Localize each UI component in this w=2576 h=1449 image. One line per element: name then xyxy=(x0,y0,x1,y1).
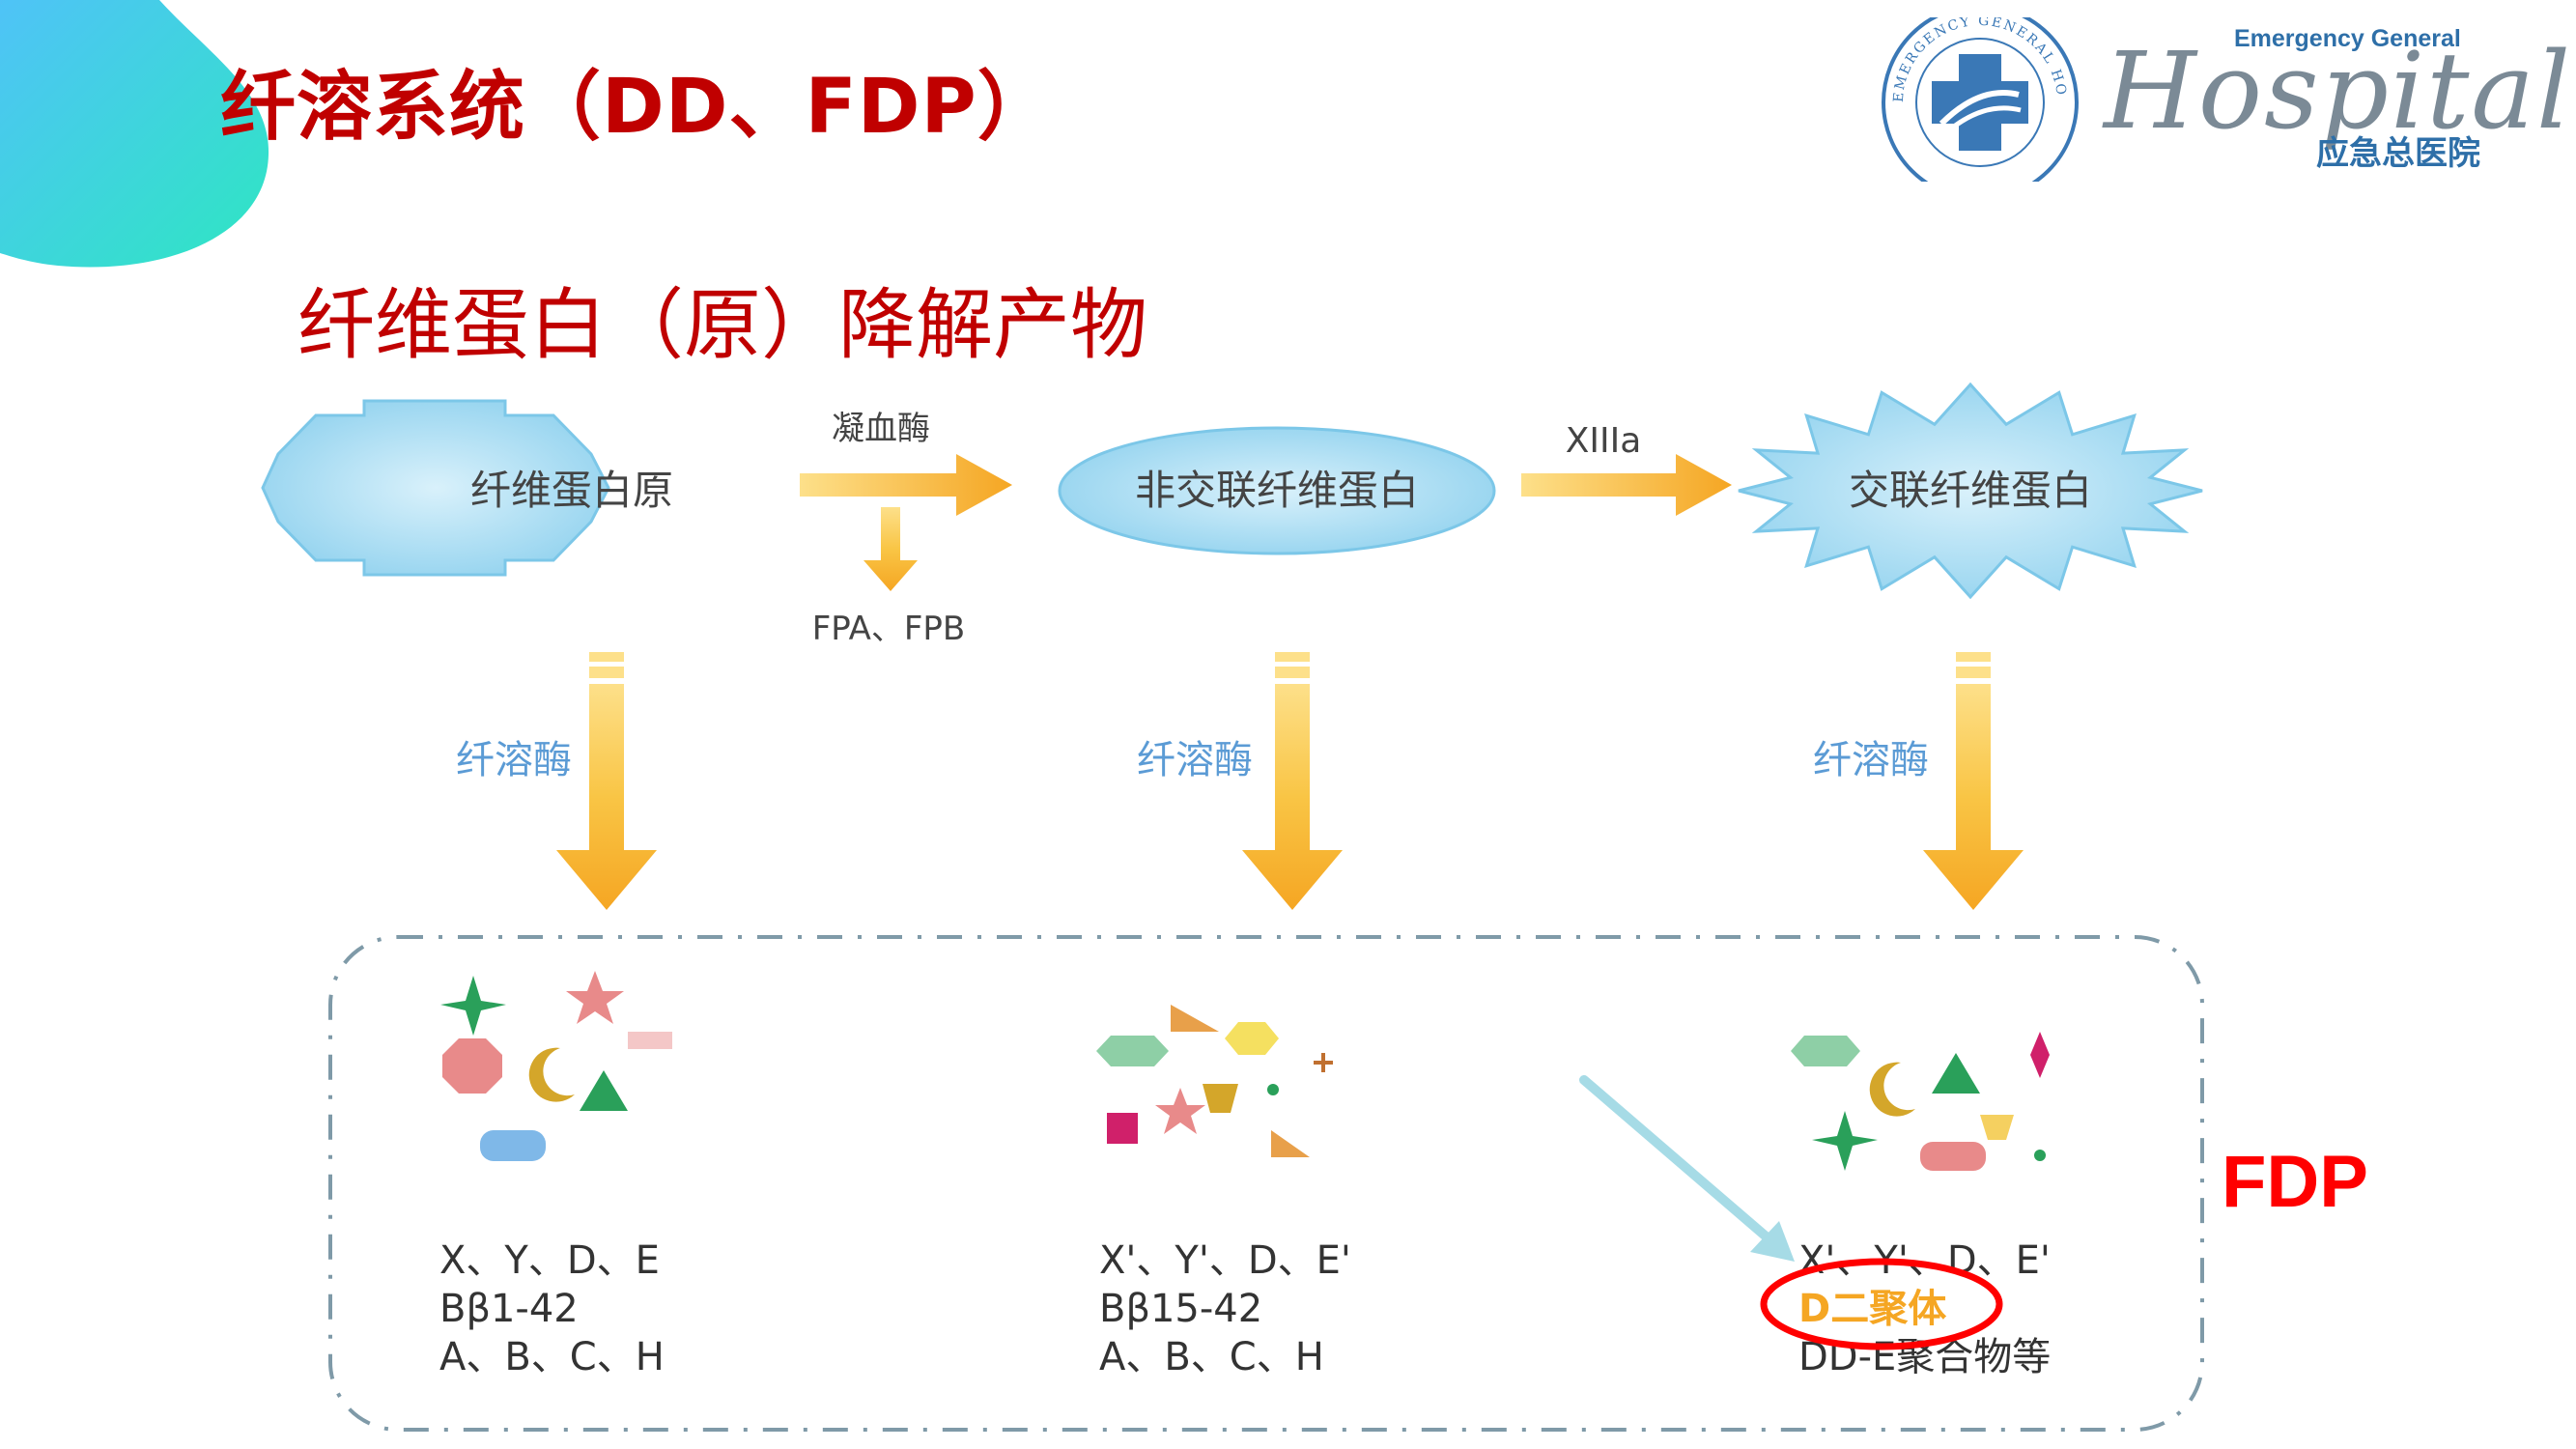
products-noncrosslinked-line-2: Bβ15-42 xyxy=(1099,1287,1262,1331)
hint-arrow xyxy=(1579,1075,1795,1262)
products-crosslinked-line-2: D二聚体 xyxy=(1798,1287,1946,1331)
fragment-square xyxy=(1107,1113,1138,1144)
node-crosslinked-fibrin: 交联纤维蛋白 xyxy=(1738,382,2203,600)
fragment-wedge-2 xyxy=(1271,1130,1310,1157)
logo-chinese-text: 应急总医院 xyxy=(2316,134,2480,173)
products-fibrinogen: X、Y、D、E Bβ1-42 A、B、C、H xyxy=(439,1238,665,1379)
fragment-hexagon-yellow xyxy=(1225,1022,1279,1055)
fragment-diamond xyxy=(2030,1032,2050,1078)
fragment-dot-3 xyxy=(2034,1150,2046,1161)
products-fibrinogen-line-1: X、Y、D、E xyxy=(439,1238,660,1283)
fragment-crescent xyxy=(528,1047,575,1102)
arrow-plasmin-1: 纤溶酶 xyxy=(456,652,657,910)
slide-subtitle: 纤维蛋白（原）降解产物 xyxy=(297,280,1147,370)
arrow-factor-xiiia: XIIIa xyxy=(1521,421,1732,516)
corner-decoration xyxy=(0,0,269,268)
label-fpa-fpb: FPA、FPB xyxy=(812,610,966,648)
node-fibrinogen: 纤维蛋白原 xyxy=(261,399,673,577)
products-noncrosslinked-line-3: A、B、C、H xyxy=(1099,1335,1324,1379)
fragment-trapezoid-3 xyxy=(1980,1115,2014,1140)
fragments-crosslinked xyxy=(1791,1032,2050,1171)
fragment-star4 xyxy=(440,976,506,1036)
fragment-hexagon-green xyxy=(1096,1036,1169,1066)
arrow-plasmin-3: 纤溶酶 xyxy=(1813,652,2024,910)
fragment-pill-pink xyxy=(1920,1142,1986,1171)
products-fibrinogen-line-2: Bβ1-42 xyxy=(439,1287,579,1331)
fragment-trapezoid xyxy=(1203,1084,1238,1113)
node-noncrosslinked-fibrin: 非交联纤维蛋白 xyxy=(1058,426,1496,555)
hospital-seal-icon: EMERGENCY GENERAL HOSPITAL xyxy=(1874,17,2079,182)
node-fibrinogen-label: 纤维蛋白原 xyxy=(470,467,673,514)
slide-title: 纤溶系统（DD、FDP） xyxy=(220,64,1054,151)
fdp-label: FDP xyxy=(2222,1141,2368,1223)
fragment-dot xyxy=(1267,1084,1279,1095)
label-factor-xiiia: XIIIa xyxy=(1566,421,1642,461)
products-noncrosslinked-line-1: X'、Y'、D、E' xyxy=(1099,1238,1351,1283)
hospital-logo: EMERGENCY GENERAL HOSPITAL Hospital Emer… xyxy=(1874,17,2573,182)
arrow-plasmin-2: 纤溶酶 xyxy=(1137,652,1343,910)
arrow-thrombin: 凝血酶 xyxy=(800,410,1012,516)
fragment-octagon xyxy=(442,1038,502,1094)
fragment-crescent-3 xyxy=(1869,1062,1915,1117)
logo-script-text: Hospital xyxy=(2104,29,2573,153)
arrow-fpa-fpb: FPA、FPB xyxy=(812,507,966,648)
products-fibrinogen-line-3: A、B、C、H xyxy=(439,1335,665,1379)
fragment-wedge xyxy=(1171,1005,1219,1032)
label-plasmin-3: 纤溶酶 xyxy=(1813,738,1929,782)
products-crosslinked: X'、Y'、D、E' D二聚体 DD-E聚合物等 xyxy=(1798,1238,2051,1379)
fragment-pill xyxy=(480,1130,546,1161)
fragments-noncrosslinked xyxy=(1096,1005,1333,1157)
fragment-triangle-3 xyxy=(1932,1053,1980,1094)
fragment-hexagon-green-3 xyxy=(1791,1036,1860,1066)
fragment-plus xyxy=(1314,1053,1333,1072)
label-plasmin-1: 纤溶酶 xyxy=(456,738,572,782)
node-crosslinked-label: 交联纤维蛋白 xyxy=(1849,467,2092,514)
label-thrombin: 凝血酶 xyxy=(832,410,930,448)
fragments-fibrinogen xyxy=(440,971,672,1161)
logo-english-text: Emergency General xyxy=(2234,25,2461,52)
fragment-triangle xyxy=(580,1070,628,1111)
fragment-bar xyxy=(628,1032,672,1049)
node-noncrosslinked-label: 非交联纤维蛋白 xyxy=(1135,467,1419,514)
products-crosslinked-line-1: X'、Y'、D、E' xyxy=(1798,1238,2051,1283)
fragment-star5-pink xyxy=(1155,1088,1205,1134)
label-plasmin-2: 纤溶酶 xyxy=(1137,738,1253,782)
fragment-star4-3 xyxy=(1812,1111,1878,1171)
ddimer-highlight-circle xyxy=(1760,1258,2003,1350)
products-frame xyxy=(328,935,2204,1432)
fragment-star5 xyxy=(566,971,624,1024)
products-noncrosslinked: X'、Y'、D、E' Bβ15-42 A、B、C、H xyxy=(1099,1238,1351,1379)
